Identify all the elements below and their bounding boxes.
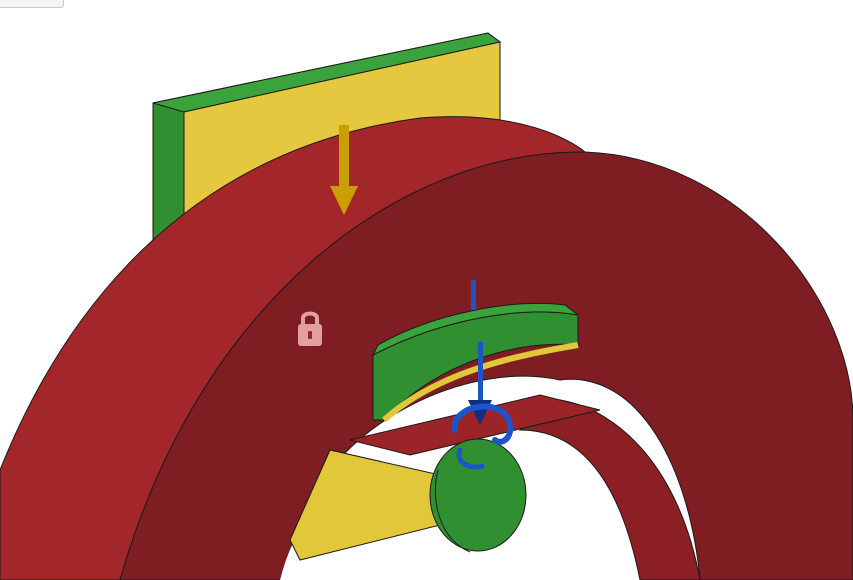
down-arrow-icon[interactable] — [330, 125, 358, 215]
lock-icon[interactable] — [298, 311, 322, 347]
toolbar-tab[interactable] — [0, 0, 64, 8]
green-disc-rim — [434, 469, 471, 553]
rotation-arrow-icon[interactable] — [451, 403, 514, 470]
green-disc[interactable] — [429, 438, 527, 552]
